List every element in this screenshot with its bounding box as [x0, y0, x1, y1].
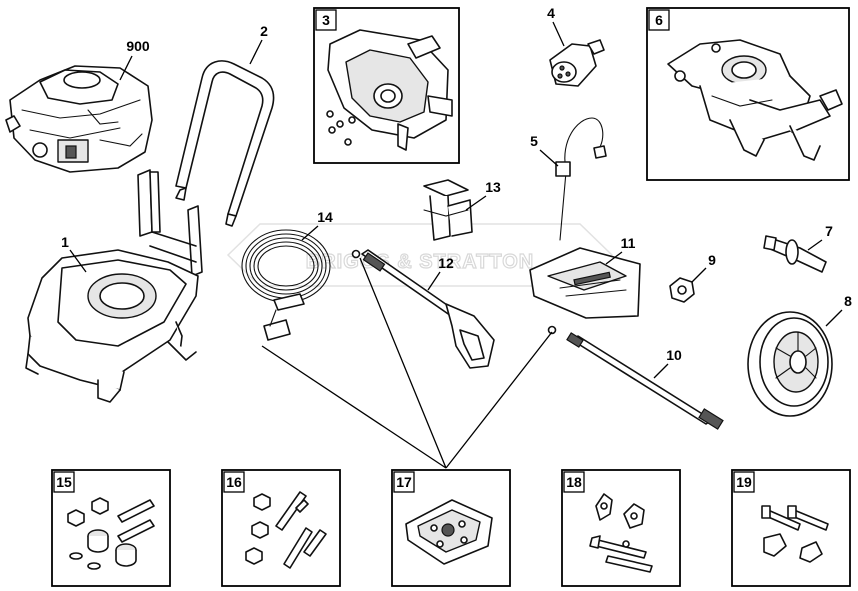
callout-kit-17: 17 — [396, 474, 412, 490]
axle-part — [763, 235, 827, 273]
box-kit-19 — [731, 469, 851, 587]
callout-kit-18: 18 — [566, 474, 582, 490]
kit-16-parts — [245, 491, 327, 569]
callout-holder: 13 — [485, 179, 501, 195]
callout-nut: 9 — [708, 252, 716, 268]
kit-17-bag — [405, 499, 493, 565]
engine-part — [5, 65, 153, 173]
callout-nozzle-tip: 4 — [547, 5, 555, 21]
decal-kit-part — [529, 247, 641, 319]
frame-part — [25, 169, 203, 403]
callout-decal-kit: 11 — [621, 235, 636, 251]
box-kit-16 — [221, 469, 341, 587]
box-kit-18 — [561, 469, 681, 587]
nozzle-tip-part — [549, 39, 605, 87]
unloader-cable-part — [555, 117, 607, 241]
control-panel-part — [326, 29, 453, 151]
spray-gun-part — [351, 249, 495, 369]
callout-kit-16: 16 — [226, 474, 242, 490]
callout-kit-15: 15 — [56, 474, 72, 490]
box-control-panel — [313, 7, 460, 164]
watermark-text: BRIGGS & STRATTON — [306, 251, 534, 273]
callout-lance: 10 — [666, 347, 682, 363]
callout-engine: 900 — [126, 38, 150, 54]
wheel-part — [747, 311, 833, 417]
callout-kit-19: 19 — [736, 474, 752, 490]
hose-part — [241, 229, 331, 341]
callout-pump: 6 — [655, 12, 663, 28]
box-kit-17 — [391, 469, 511, 587]
callout-hose: 14 — [317, 209, 333, 225]
callout-axle: 7 — [825, 223, 833, 239]
nut-part — [669, 277, 695, 303]
callout-frame: 1 — [61, 234, 69, 250]
kit-18-parts — [589, 493, 653, 573]
callout-control-panel: 3 — [322, 12, 330, 28]
callout-handle: 2 — [260, 23, 268, 39]
kit-19-parts — [761, 505, 829, 563]
handle-part — [175, 60, 275, 227]
callout-unloader-cable: 5 — [530, 133, 538, 149]
box-pump — [646, 7, 850, 181]
kit-17-leader-lines — [261, 257, 553, 469]
box-kit-15 — [51, 469, 171, 587]
callout-wheel: 8 — [844, 293, 852, 309]
kit-15-parts — [67, 497, 155, 570]
pump-part — [667, 39, 843, 161]
lance-part — [547, 325, 724, 430]
holder-part — [423, 179, 473, 241]
callout-spray-gun: 12 — [438, 255, 454, 271]
